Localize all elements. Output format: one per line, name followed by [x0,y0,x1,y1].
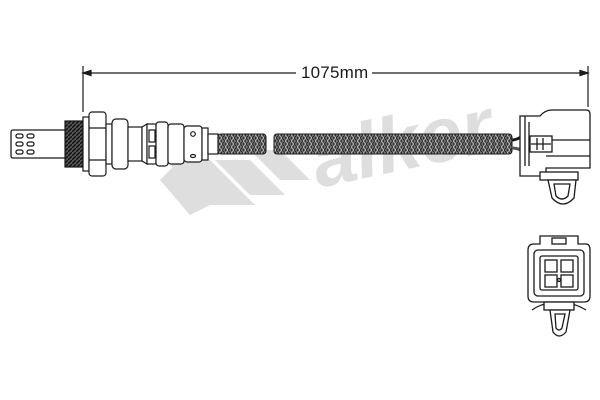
hex-nut [88,111,107,177]
sensor-housing [105,118,219,170]
threaded-body [64,116,90,172]
arrow-right-icon [579,69,591,77]
braided-cable-segment-1 [217,133,267,155]
electrical-connector-front-view [527,235,591,337]
braided-cable [217,133,513,155]
sensor-tip [10,129,67,159]
electrical-connector-side-view [519,109,591,205]
dimension-line [80,66,591,112]
braided-cable-segment-2 [273,133,513,155]
dimension-label: 1075mm [298,63,372,83]
arrow-left-icon [80,69,92,77]
